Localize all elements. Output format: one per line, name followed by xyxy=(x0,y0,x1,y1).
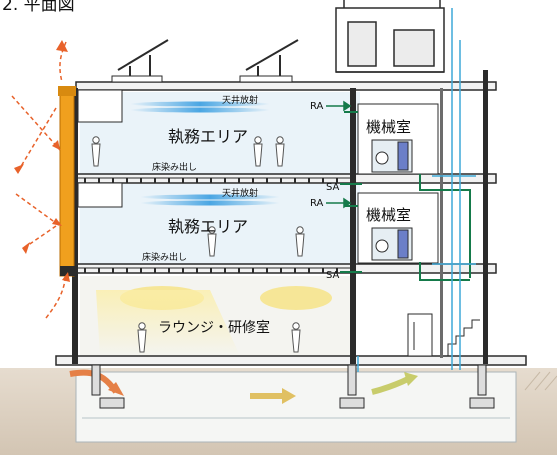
foundation-footings xyxy=(91,364,495,409)
staircase xyxy=(447,319,480,356)
floor-pedestal xyxy=(280,268,282,273)
floor-pedestal xyxy=(322,178,324,183)
floor-pedestal xyxy=(154,178,156,183)
return-air-label-lower: RA xyxy=(310,198,324,209)
lounge-light-glow-right xyxy=(260,286,332,310)
floor-pedestal xyxy=(84,268,86,273)
floor-pedestal xyxy=(294,178,296,183)
floor-pedestal xyxy=(266,268,268,273)
solar-panel-right xyxy=(239,39,299,83)
floor-pedestal xyxy=(252,268,254,273)
floor-pedestal xyxy=(210,268,212,273)
lounge-label: ラウンジ・研修室 xyxy=(158,319,270,336)
ceiling-radiant-upper xyxy=(130,101,270,113)
floor-pedestal xyxy=(182,178,184,183)
floor-pedestal xyxy=(182,268,184,273)
person-figure xyxy=(295,226,305,257)
floor-pedestal xyxy=(168,268,170,273)
ahu-upper xyxy=(371,139,413,173)
floor-pedestal xyxy=(126,268,128,273)
pit-hatching xyxy=(524,371,557,391)
ground-floor-slab xyxy=(55,355,527,366)
floor-pedestal xyxy=(98,268,100,273)
person-figure xyxy=(275,136,285,167)
ground-core-door xyxy=(407,313,433,357)
ceiling-radiant-label-upper: 天井放射 xyxy=(222,94,258,106)
floor-pedestal xyxy=(252,178,254,183)
floor-pedestal xyxy=(336,178,338,183)
return-ducts xyxy=(357,8,476,372)
machine-room-label-upper: 機械室 xyxy=(366,118,411,136)
floor-pedestal xyxy=(280,178,282,183)
floor-pedestal xyxy=(196,268,198,273)
zone-label-upper: 執務エリア xyxy=(168,127,248,146)
supply-air-label-upper: SA xyxy=(326,182,340,193)
floor-pedestal xyxy=(196,178,198,183)
floor-pedestal xyxy=(308,268,310,273)
machine-room-label-lower: 機械室 xyxy=(366,206,411,224)
core-mid-wall xyxy=(440,88,443,358)
floor-pedestal xyxy=(98,178,100,183)
floor-pedestal xyxy=(168,178,170,183)
facade-wall xyxy=(72,88,78,364)
supply-air-label-lower: SA xyxy=(326,270,340,281)
person-figure xyxy=(91,136,101,167)
floor-pedestal xyxy=(238,178,240,183)
floor-pedestal xyxy=(224,268,226,273)
floor-pedestal xyxy=(308,178,310,183)
return-air-label-upper: RA xyxy=(310,101,324,112)
ceiling-radiant-lower xyxy=(140,194,280,206)
facade-louver xyxy=(59,87,75,277)
floor-pedestal xyxy=(140,178,142,183)
louver-base xyxy=(60,266,78,276)
people-silhouettes xyxy=(91,136,305,353)
core-wall-right xyxy=(483,70,488,364)
roof-slab xyxy=(75,81,497,91)
ceiling-bulkhead-upper xyxy=(77,89,123,123)
ceiling-bulkhead-lower xyxy=(77,182,123,208)
basement-pit xyxy=(75,371,517,443)
floor-pedestal xyxy=(112,268,114,273)
zone-label-lower: 執務エリア xyxy=(168,217,248,236)
floor-pedestal xyxy=(294,268,296,273)
solar-panel-left xyxy=(111,39,169,83)
diagram-heading: 2. 平面図 xyxy=(2,0,75,15)
person-figure xyxy=(291,322,301,353)
facade-louver-cap xyxy=(58,86,76,96)
ahu-lower xyxy=(371,227,413,261)
person-figure xyxy=(253,136,263,167)
floor-pedestal xyxy=(154,268,156,273)
supply-ducts xyxy=(340,111,471,281)
person-figure xyxy=(207,226,217,257)
solar-arrows xyxy=(11,41,67,319)
floor-label-upper: 床染み出し xyxy=(152,161,197,173)
floor-pedestal xyxy=(210,178,212,183)
raised-floor-pedestals xyxy=(84,178,338,273)
person-figure xyxy=(137,322,147,353)
floor-pedestal xyxy=(266,178,268,183)
floor-pedestal xyxy=(126,178,128,183)
floor-pedestal xyxy=(140,268,142,273)
floor-pedestal xyxy=(336,268,338,273)
rooftop-equipment xyxy=(335,0,445,73)
ra-connectors xyxy=(326,100,352,209)
floor-pedestal xyxy=(84,178,86,183)
floor-label-lower: 床染み出し xyxy=(142,251,187,263)
ceiling-radiant-label-lower: 天井放射 xyxy=(222,187,258,199)
solar-arrow-heads xyxy=(14,40,70,282)
lounge-light-cone xyxy=(96,290,240,356)
floor-pedestal xyxy=(112,178,114,183)
floor-pedestal xyxy=(224,178,226,183)
floor-pedestal xyxy=(238,268,240,273)
floor-pedestal xyxy=(322,268,324,273)
core-wall-left xyxy=(350,88,356,364)
